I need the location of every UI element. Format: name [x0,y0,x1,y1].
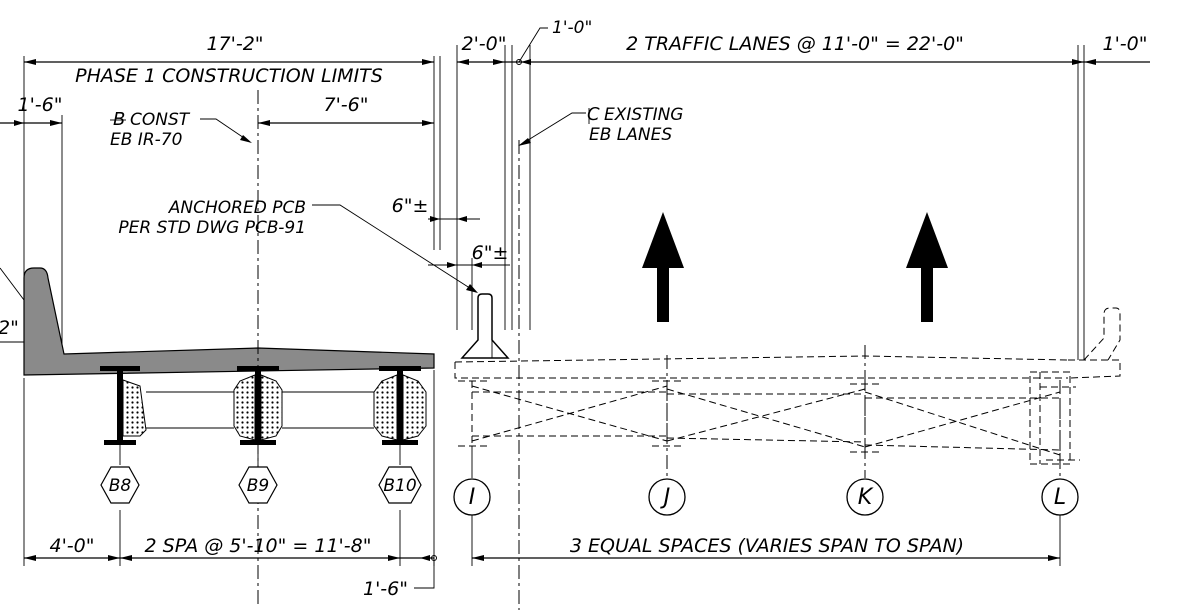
traffic-arrow-icon [642,212,684,322]
top-dimensions [23,27,1150,375]
existing-structure [454,307,1121,465]
girder-tag-j: J [648,478,686,516]
svg-text:L: L [1054,485,1066,510]
traffic-arrow-icon [906,212,948,322]
dim-2ft: 2'-0" [462,33,507,55]
dim-1ft6-bottom: 1'-6" [363,578,408,600]
girder-tag-b10: B10 [378,466,422,504]
dim-1ft6-left: 1'-6" [18,94,63,116]
svg-text:B: B [113,109,125,130]
svg-text:B9: B9 [247,476,269,496]
svg-text:J: J [660,485,671,510]
bottom-dims-left [23,370,437,589]
svg-text:B10: B10 [383,476,416,496]
svg-text:K: K [858,485,874,510]
svg-text:I: I [469,485,476,510]
dim-traffic-lanes: 2 TRAFFIC LANES @ 11'-0" = 22'-0" [626,33,964,55]
girder-tag-b9: B9 [238,466,278,504]
dim-six-a: 6"± [392,195,429,217]
pcb-label-line2: PER STD DWG PCB-91 [118,218,306,238]
phase-limits-label: PHASE 1 CONSTRUCTION LIMITS [75,65,383,87]
existing-centerline-symbol: C [518,104,600,146]
dim-2spa: 2 SPA @ 5'-10" = 11'-8" [145,535,372,557]
dim-equal-spaces: 3 EQUAL SPACES (VARIES SPAN TO SPAN) [570,535,964,557]
dim-1ft-right: 1'-0" [1103,33,1148,55]
girder-tag-b8: B8 [100,466,140,504]
pcb-leader [312,204,477,293]
new-girders [100,366,427,465]
dim-4ft: 4'-0" [50,535,95,557]
dim-six-b: 6"± [472,242,509,264]
const-label-line2: EB IR-70 [110,130,182,150]
dim-17ft2: 17'-2" [206,33,263,55]
const-baseline-symbol: B [110,109,252,143]
dim-2in: 2" [0,317,19,339]
new-deck [23,267,435,376]
svg-text:C: C [587,104,600,125]
six-inch-dims [428,216,510,330]
dim-7ft6: 7'-6" [324,94,369,116]
girder-tag-k: K [846,478,884,516]
const-label-line1: CONST [130,110,191,130]
existing-label-line1: EXISTING [604,105,683,125]
upper-dimensions [0,115,434,350]
svg-text:B8: B8 [109,476,132,496]
pcb-barrier [460,293,510,359]
pcb-label-line1: ANCHORED PCB [168,198,306,218]
girder-tag-i: I [453,478,491,516]
girder-tag-l: L [1041,478,1079,516]
dim-1ft-top: 1'-0" [552,18,592,38]
bottom-dims-right [471,515,1061,566]
existing-label-line2: EB LANES [589,125,672,145]
